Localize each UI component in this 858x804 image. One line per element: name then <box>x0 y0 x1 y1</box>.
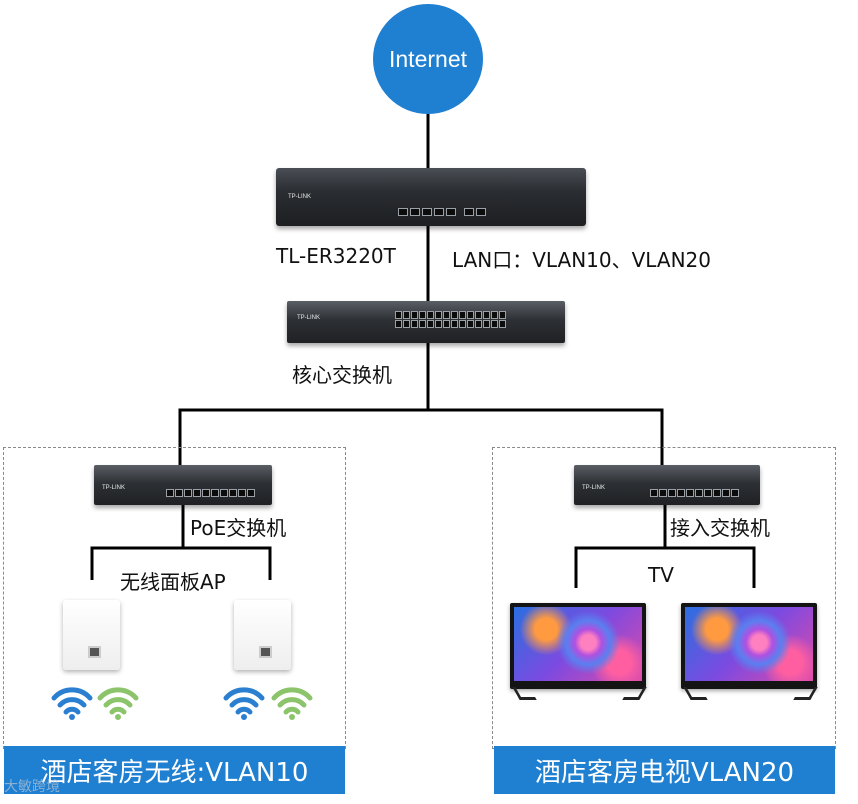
tv-vlan-banner: 酒店客房电视VLAN20 <box>494 746 835 794</box>
core-switch-device: TP-LINK <box>287 301 565 343</box>
core-switch-brand-logo: TP-LINK <box>297 315 320 321</box>
internet-label: Internet <box>389 46 467 73</box>
wireless-panel-ap <box>63 600 120 670</box>
wifi-green-icon <box>96 686 140 720</box>
core-switch-label: 核心交换机 <box>292 359 392 388</box>
router-brand-logo: TP-LINK <box>288 194 311 200</box>
ethernet-jack-icon <box>259 646 272 658</box>
internet-node: Internet <box>373 4 483 114</box>
ethernet-jack-icon <box>88 646 101 658</box>
tv-screen <box>685 607 813 681</box>
poe-switch-brand-logo: TP-LINK <box>102 485 125 491</box>
access-switch-device: TP-LINK <box>574 465 760 505</box>
wifi-green-icon <box>270 686 314 720</box>
router-model-label: TL-ER3220T <box>276 244 396 268</box>
wifi-blue-icon <box>50 686 94 720</box>
tv-screen <box>514 607 642 681</box>
tv-label: TV <box>648 563 674 587</box>
wifi-blue-icon <box>222 686 266 720</box>
wireless-panel-ap <box>234 600 291 670</box>
router-ports <box>398 208 486 216</box>
access-switch-label: 接入交换机 <box>670 512 770 541</box>
ap-label: 无线面板AP <box>120 566 226 595</box>
watermark: 大敏跨境 <box>4 776 60 796</box>
poe-switch-label: PoE交换机 <box>190 512 286 541</box>
poe-switch-device: TP-LINK <box>94 465 272 505</box>
poe-switch-ports <box>166 489 255 497</box>
access-switch-brand-logo: TP-LINK <box>582 485 605 491</box>
lan-vlan-note: LAN口：VLAN10、VLAN20 <box>452 244 711 273</box>
router-device: TP-LINK <box>276 168 586 226</box>
access-switch-ports <box>650 489 739 497</box>
core-switch-ports <box>395 311 506 328</box>
tv-device <box>681 603 817 689</box>
tv-device <box>510 603 646 689</box>
